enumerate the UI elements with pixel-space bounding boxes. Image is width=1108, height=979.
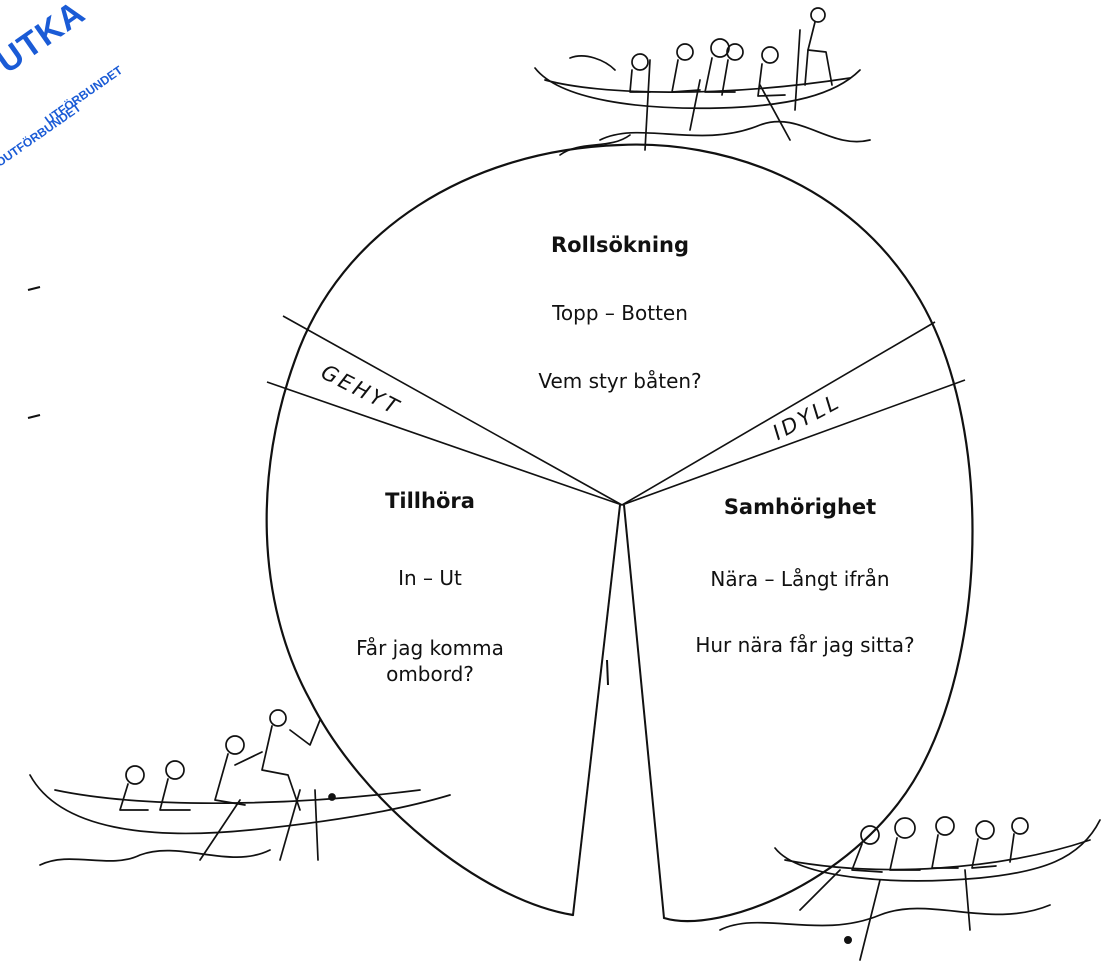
sector-top-line2: Vem styr båten?	[538, 369, 702, 393]
stray-marks	[27, 286, 852, 944]
sector-right-title: Samhörighet	[723, 495, 877, 519]
sector-left-line1: In – Ut	[398, 566, 462, 590]
circle-outline	[265, 143, 974, 923]
divider-rays	[266, 315, 966, 506]
sector-right-line2: Hur nära får jag sitta?	[695, 633, 915, 657]
wedge-lines	[572, 504, 665, 919]
sector-right-line1: Nära – Långt ifrån	[710, 567, 890, 591]
sector-left-line2b: ombord?	[386, 662, 474, 686]
bottom-right-rowing-boat	[719, 816, 1101, 961]
top-rowing-boat	[534, 7, 871, 156]
sector-left-title: Tillhöra	[385, 489, 475, 513]
bottom-left-rowing-boat	[29, 709, 451, 866]
sector-top-title: Rollsökning	[550, 233, 690, 257]
sector-top-line1: Topp – Botten	[552, 301, 688, 325]
sector-left-line2a: Får jag komma	[356, 636, 504, 660]
